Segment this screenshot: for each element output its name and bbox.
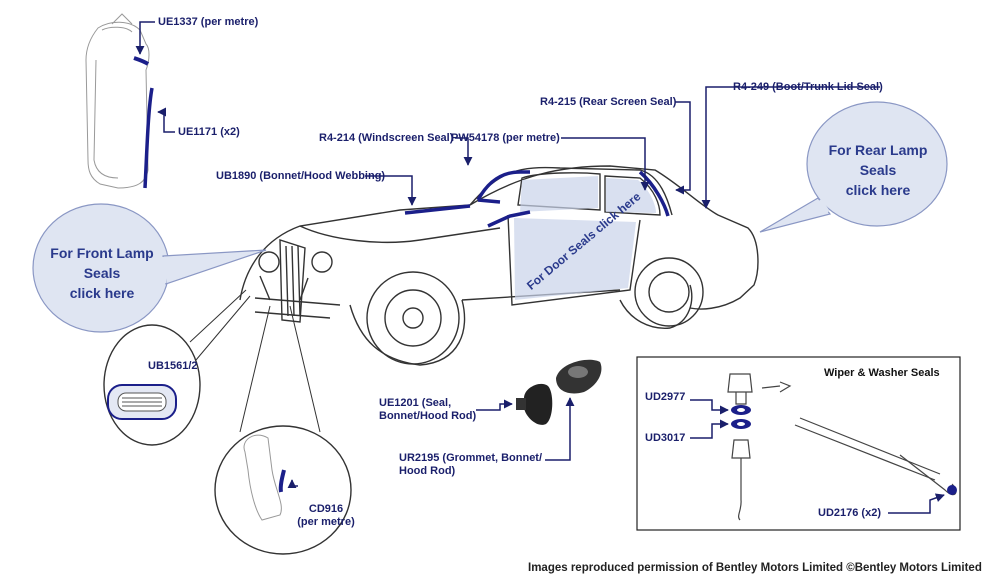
label-r4-214[interactable]: R4-214 (Windscreen Seal) xyxy=(319,132,454,144)
ur2195-grommet-part xyxy=(556,359,602,394)
label-ue1171[interactable]: UE1171 (x2) xyxy=(178,126,240,138)
ue1201-seal-part xyxy=(516,383,553,425)
label-ue1201-line-2: Bonnet/Hood Rod) xyxy=(379,410,477,422)
label-ur2195[interactable]: UR2195 (Grommet, Bonnet/ Hood Rod) xyxy=(399,452,542,478)
front-lamp-line-1: For Front Lamp xyxy=(50,245,154,261)
cd916-detail-circle xyxy=(214,425,352,555)
ub1561-lamp-seal xyxy=(107,384,177,420)
rear-lamp-bubble-shape[interactable] xyxy=(806,101,948,227)
car-seal-highlights xyxy=(404,170,670,228)
label-ub1890[interactable]: UB1890 (Bonnet/Hood Webbing) xyxy=(216,170,386,182)
label-cd916-line-2: (per metre) xyxy=(297,516,355,528)
label-r4-249[interactable]: R4-249 (Boot/Trunk Lid Seal) xyxy=(733,81,883,93)
car-illustration xyxy=(239,165,759,366)
ue1337-seal-highlight xyxy=(133,56,150,66)
wiper-seal-ring-holes xyxy=(737,408,745,426)
wiper-box-title: Wiper & Washer Seals xyxy=(824,367,940,379)
car-window-glass xyxy=(514,176,656,300)
front-lamp-seals-link[interactable]: For Front Lamp Seals click here xyxy=(40,243,164,303)
label-ud3017[interactable]: UD3017 xyxy=(645,432,686,444)
bumper-guard-illustration xyxy=(243,434,282,521)
label-ue1337[interactable]: UE1337 (per metre) xyxy=(158,16,259,28)
label-cd916[interactable]: CD916 (per metre) xyxy=(292,503,360,529)
label-ue1201[interactable]: UE1201 (Seal, Bonnet/Hood Rod) xyxy=(379,397,476,423)
label-ud2176[interactable]: UD2176 (x2) xyxy=(818,507,881,519)
rear-lamp-line-1: For Rear Lamp xyxy=(828,142,928,158)
label-ur2195-line-2: Hood Rod) xyxy=(399,465,456,477)
label-pw54178[interactable]: PW54178 (per metre) xyxy=(451,132,560,144)
rear-lamp-line-2: Seals xyxy=(859,162,897,178)
ue1171-seal-highlight xyxy=(143,87,154,189)
label-ue1201-line-1: UE1201 (Seal, xyxy=(379,397,452,409)
label-cd916-line-1: CD916 xyxy=(308,503,344,515)
label-r4-215[interactable]: R4-215 (Rear Screen Seal) xyxy=(540,96,677,108)
wiper-seals-box xyxy=(636,356,961,531)
label-ur2195-line-1: UR2195 (Grommet, Bonnet/ xyxy=(399,452,543,464)
front-lamp-line-3: click here xyxy=(69,285,135,301)
copyright-footer: Images reproduced permission of Bentley … xyxy=(528,562,982,574)
leader-lines xyxy=(135,21,945,514)
label-ub1561[interactable]: UB1561/2 xyxy=(148,360,198,372)
rear-lamp-seals-link[interactable]: For Rear Lamp Seals click here xyxy=(815,140,941,200)
rear-lamp-line-3: click here xyxy=(845,182,911,198)
cd916-seal-highlight xyxy=(278,469,286,493)
label-ud2977[interactable]: UD2977 xyxy=(645,391,686,403)
front-lamp-line-2: Seals xyxy=(83,265,121,281)
